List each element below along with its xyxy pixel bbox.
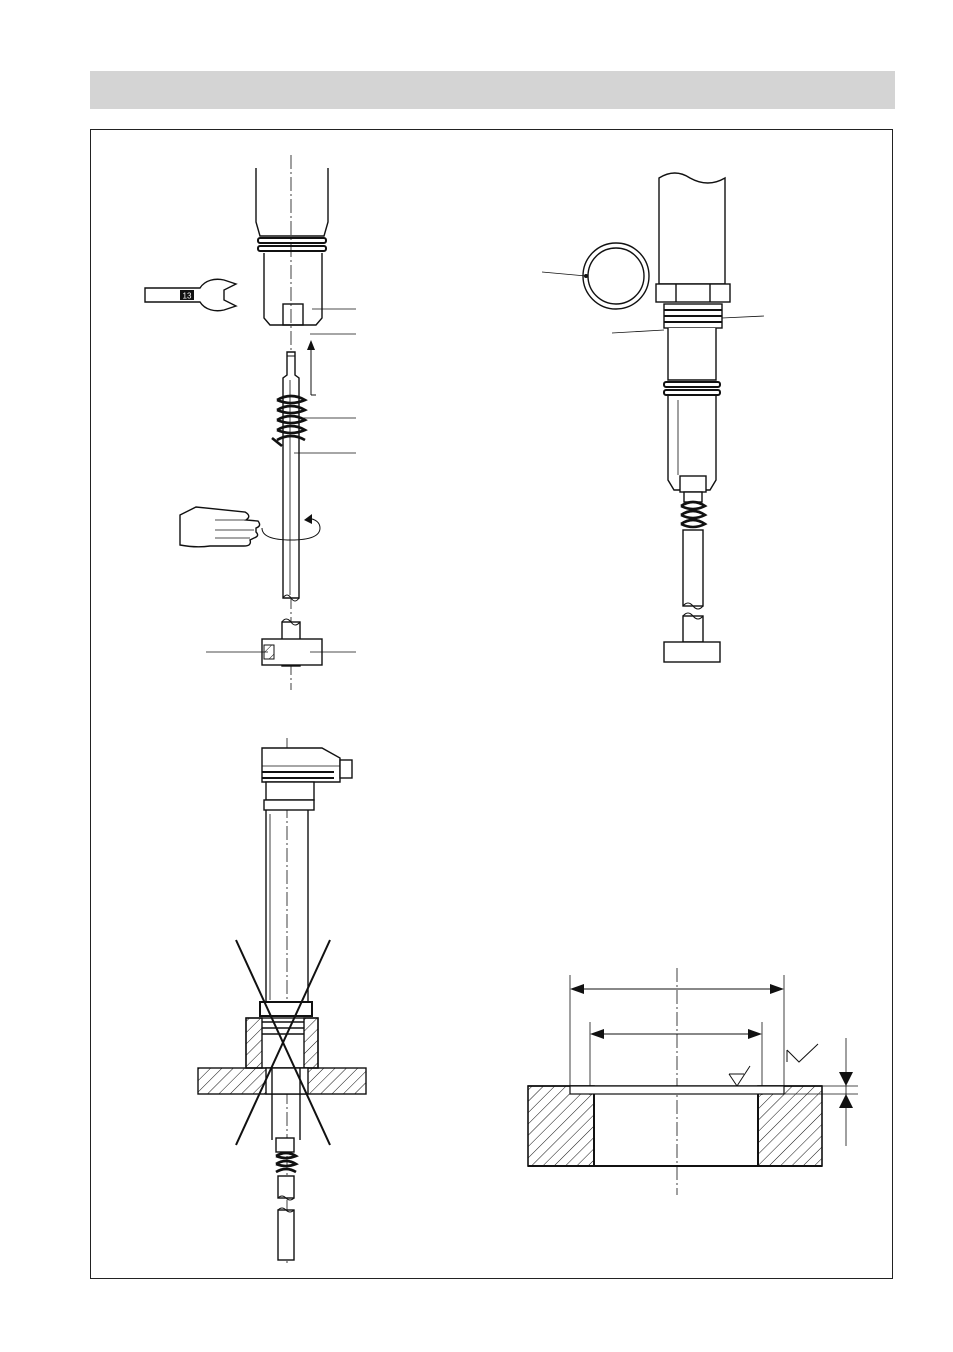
seal-ring [582, 242, 650, 310]
probe-body [658, 172, 726, 285]
weight [663, 641, 721, 663]
wrench-icon: 13 [144, 278, 238, 312]
spring [680, 500, 708, 529]
spring [271, 394, 308, 448]
surface-finish-icon [728, 1065, 751, 1087]
wrench-size-label: 13 [183, 292, 192, 301]
leader-line [611, 329, 665, 334]
arrow-up-icon [307, 340, 315, 350]
rod [282, 351, 300, 599]
o-ring [257, 245, 327, 252]
socket [282, 303, 304, 326]
hand-icon [179, 506, 261, 548]
connector-head [261, 747, 341, 783]
housing-lower [263, 253, 323, 326]
leader-line [721, 315, 765, 319]
dimension-arrow-icon [570, 984, 584, 994]
figure-incorrect-mount [197, 738, 367, 1265]
rotation-arrow-icon [261, 517, 321, 541]
figure-frame [90, 129, 893, 1279]
figure-installed-probe [541, 172, 765, 663]
surface-finish-icon [786, 1043, 819, 1063]
housing-body [255, 168, 329, 237]
figure-rod-assembly: 13 [144, 155, 356, 690]
hex-nut [655, 283, 731, 303]
leader-line [541, 271, 587, 277]
page-header-bar [90, 71, 895, 109]
figure-mounting-hole [527, 968, 858, 1195]
o-ring [257, 237, 327, 244]
